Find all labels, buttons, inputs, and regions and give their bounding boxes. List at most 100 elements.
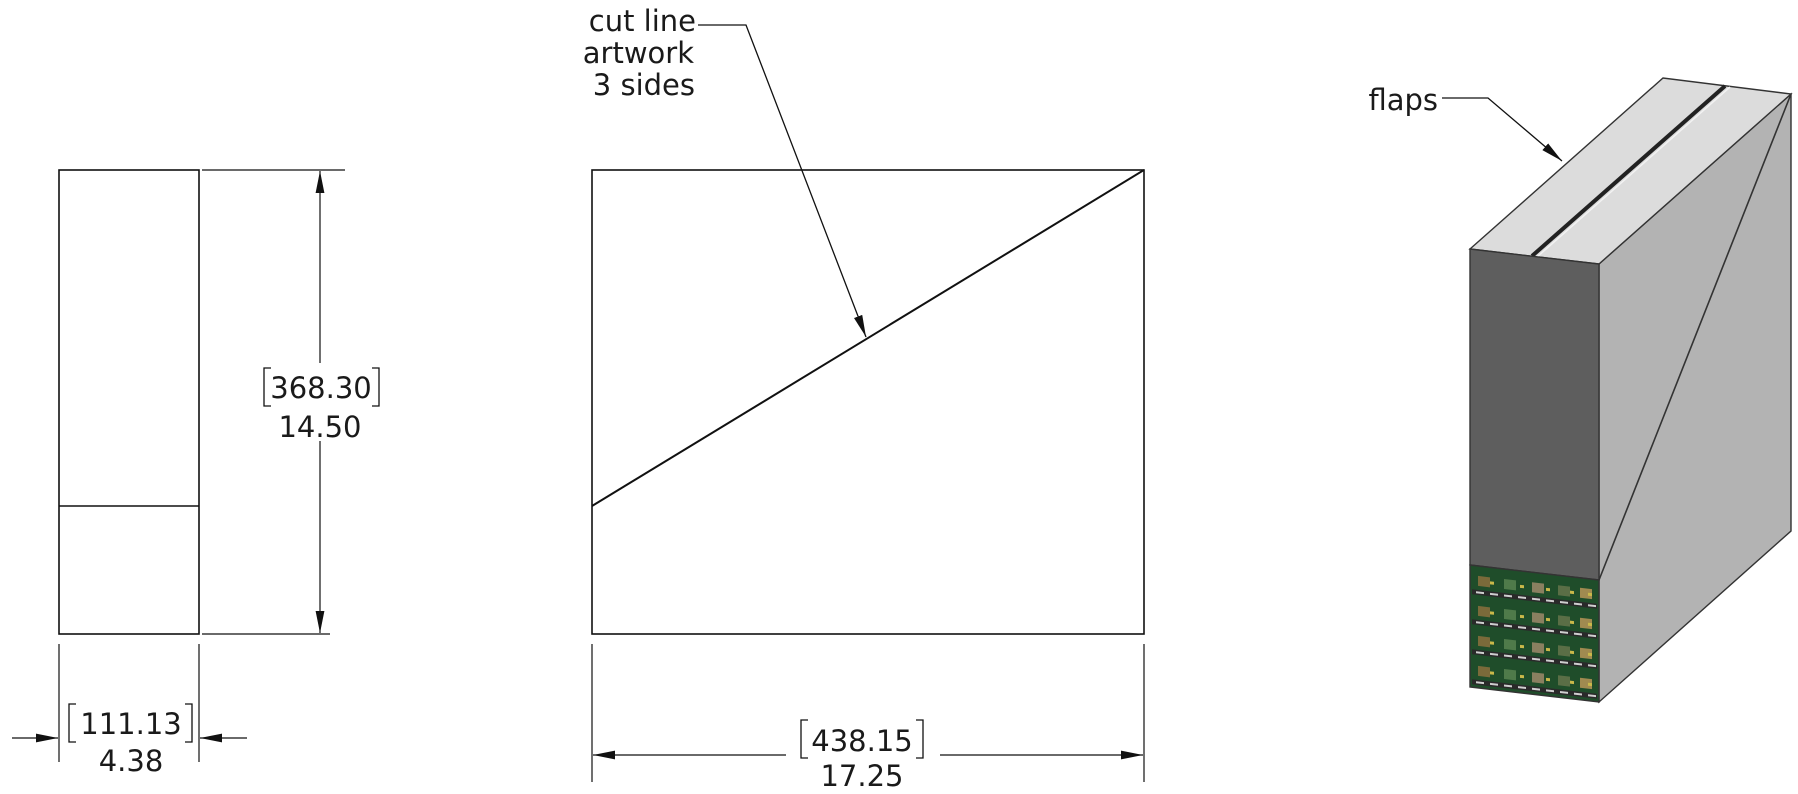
artwork-dash	[1546, 599, 1554, 603]
iso-front-face	[1469, 248, 1600, 581]
artwork-speck	[1588, 682, 1592, 687]
artwork-dash	[1532, 627, 1540, 631]
artwork-block	[1478, 635, 1490, 648]
flaps-label: flaps	[1368, 83, 1438, 117]
artwork-block	[1532, 612, 1544, 624]
artwork-speck	[1490, 611, 1494, 615]
artwork-dash	[1504, 594, 1512, 598]
artwork-speck	[1546, 587, 1550, 592]
artwork-block	[1580, 647, 1592, 660]
artwork-block	[1558, 585, 1570, 597]
artwork-speck	[1520, 674, 1524, 679]
artwork-dash	[1476, 591, 1484, 595]
bracket-right	[916, 719, 924, 759]
height-dim-metric: 368.30	[270, 371, 371, 405]
artwork-speck	[1546, 677, 1550, 682]
artwork-block	[1478, 575, 1490, 588]
front-view-outline	[591, 169, 1145, 635]
artwork-dash	[1490, 622, 1498, 626]
artwork-dash	[1588, 604, 1596, 608]
artwork-speck	[1588, 592, 1592, 597]
artwork-block	[1504, 638, 1516, 651]
artwork-block	[1532, 582, 1544, 594]
artwork-speck	[1546, 617, 1550, 622]
flaps-callout: flaps	[1368, 83, 1563, 162]
artwork-speck	[1570, 620, 1574, 625]
artwork-dash	[1490, 652, 1498, 656]
artwork-block	[1504, 608, 1516, 621]
artwork-dash	[1518, 596, 1526, 600]
artwork-pattern	[1472, 575, 1597, 699]
iso-artwork-band	[1469, 564, 1600, 703]
artwork-block	[1532, 672, 1544, 684]
artwork-dash	[1574, 602, 1582, 606]
cut-line-leader	[698, 24, 867, 338]
artwork-dash	[1490, 592, 1498, 596]
callout-cut-line: cut line	[589, 4, 696, 38]
artwork-speck	[1520, 584, 1524, 589]
isometric-view	[1468, 77, 1793, 704]
bracket-right	[185, 703, 193, 743]
artwork-dash	[1588, 694, 1596, 698]
bracket-left	[800, 719, 808, 759]
artwork-block	[1504, 668, 1516, 681]
artwork-speck	[1588, 622, 1592, 627]
artwork-block	[1478, 665, 1490, 678]
flaps-leader	[1442, 97, 1563, 162]
artwork-dash	[1560, 600, 1568, 604]
artwork-dash	[1574, 632, 1582, 636]
artwork-dash	[1574, 662, 1582, 666]
artwork-speck	[1570, 680, 1574, 685]
iso-flap-seam-highlight	[1536, 86, 1731, 258]
iso-flap-seam	[1530, 84, 1727, 258]
bracket-right	[372, 367, 380, 407]
diagonal-cut-line	[591, 169, 1145, 507]
artwork-dash	[1574, 692, 1582, 696]
artwork-dash	[1546, 689, 1554, 693]
artwork-dash	[1532, 657, 1540, 661]
artwork-dash	[1560, 630, 1568, 634]
artwork-dash	[1588, 664, 1596, 668]
width-dim-metric: 438.15	[811, 724, 912, 758]
artwork-speck	[1490, 641, 1494, 645]
artwork-dash	[1588, 634, 1596, 638]
artwork-speck	[1588, 652, 1592, 657]
bracket-left	[263, 367, 271, 407]
artwork-dash	[1504, 684, 1512, 688]
artwork-dash	[1476, 681, 1484, 685]
height-dim-imperial: 14.50	[278, 410, 361, 444]
artwork-dash	[1546, 659, 1554, 663]
artwork-dash	[1476, 651, 1484, 655]
artwork-dash	[1518, 656, 1526, 660]
artwork-block	[1478, 605, 1490, 618]
callout-3-sides: 3 sides	[593, 68, 695, 102]
artwork-speck	[1520, 644, 1524, 649]
side-view-outline	[58, 169, 200, 635]
artwork-dash	[1476, 621, 1484, 625]
artwork-dash	[1504, 624, 1512, 628]
callout-artwork: artwork	[583, 36, 694, 70]
iso-diagonal-cut-line	[1598, 93, 1792, 581]
bracket-left	[68, 703, 76, 743]
artwork-speck	[1570, 590, 1574, 595]
artwork-speck	[1490, 671, 1494, 675]
artwork-block	[1558, 645, 1570, 657]
artwork-dash	[1504, 654, 1512, 658]
artwork-block	[1580, 617, 1592, 630]
front-view: cut line artwork 3 sides 438.15 17.25	[583, 4, 1145, 793]
artwork-speck	[1570, 650, 1574, 655]
artwork-block	[1532, 642, 1544, 654]
artwork-speck	[1490, 581, 1494, 585]
artwork-speck	[1546, 647, 1550, 652]
artwork-dash	[1560, 660, 1568, 664]
artwork-block	[1580, 677, 1592, 690]
artwork-speck	[1520, 614, 1524, 619]
artwork-block	[1504, 578, 1516, 591]
artwork-dash	[1490, 682, 1498, 686]
artwork-dash	[1518, 626, 1526, 630]
side-view: 368.30 14.50 111.13 4.38	[12, 169, 380, 778]
artwork-background	[1469, 564, 1600, 703]
width-dim-metric: 111.13	[80, 707, 181, 741]
width-dim-imperial: 4.38	[99, 744, 164, 778]
